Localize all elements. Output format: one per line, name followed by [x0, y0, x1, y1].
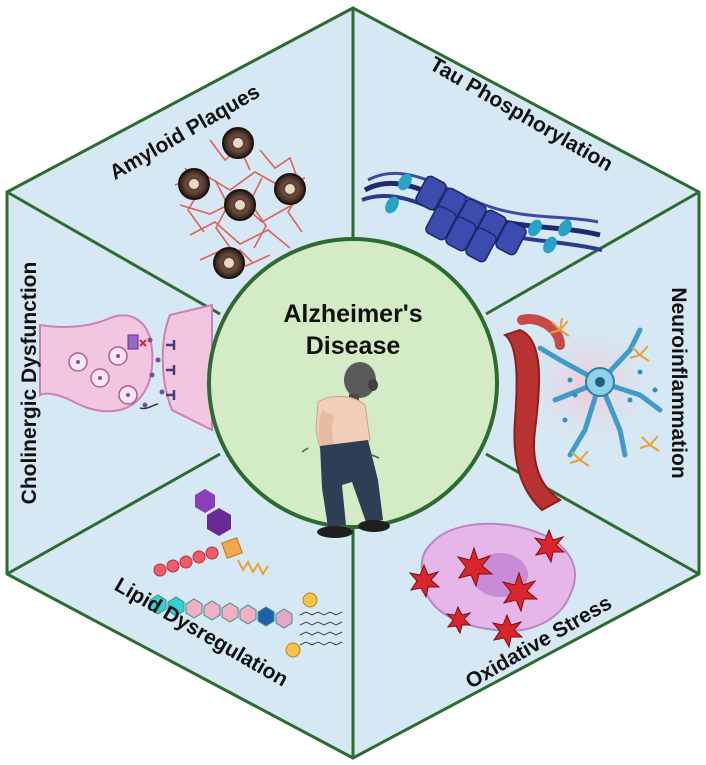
center-title-line2: Disease	[306, 332, 401, 360]
synapse-icon	[39, 303, 213, 432]
amyloid-plaque-icon	[174, 127, 306, 279]
label-cholinergic-dysfunction: Cholinergic Dysfunction	[18, 262, 41, 505]
oxidative-cell-icon	[408, 522, 576, 649]
center-title-line1: Alzheimer's	[283, 300, 422, 328]
lipid-chain-icon	[149, 489, 343, 658]
tau-tangle-icon	[361, 171, 603, 263]
elderly-person-icon	[301, 362, 390, 538]
label-neuroinflammation: Neuroinflammation	[667, 287, 690, 478]
neuron-inflammation-icon	[502, 314, 663, 512]
